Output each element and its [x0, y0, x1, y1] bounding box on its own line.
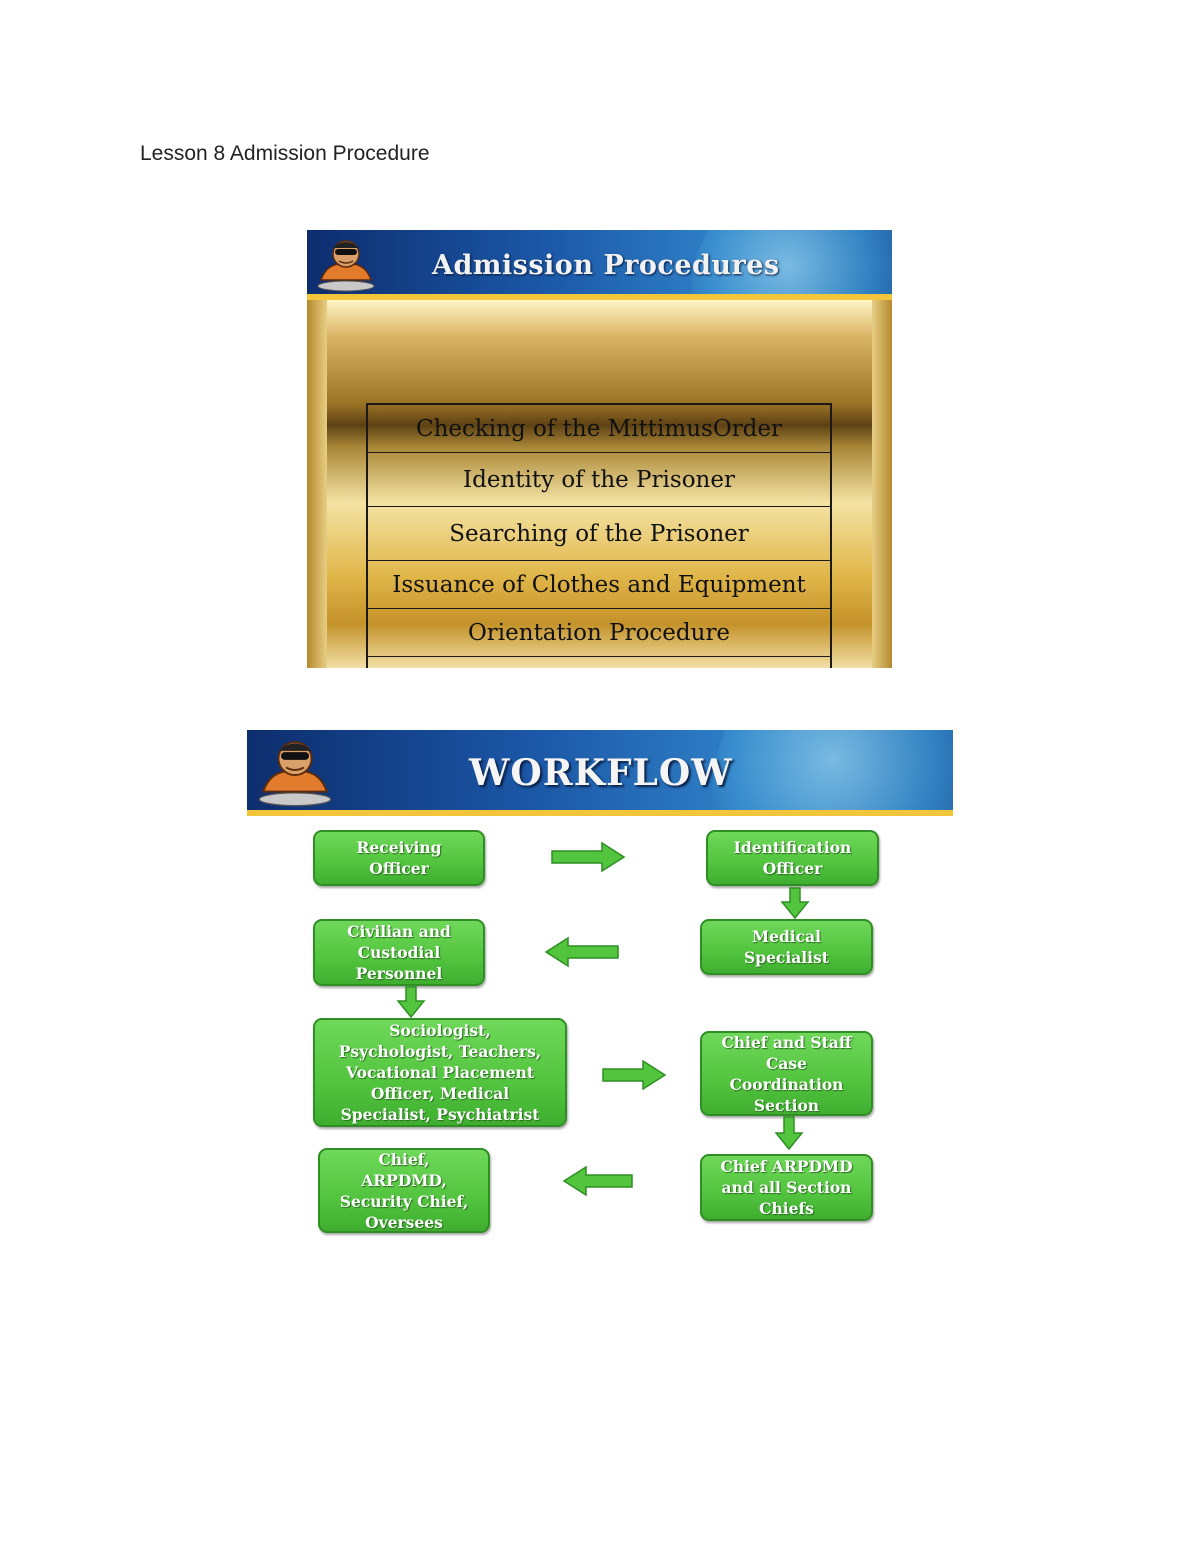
mascot-icon	[253, 732, 337, 808]
admission-procedures-slide: Admission Procedures Checking of the Mit…	[307, 230, 892, 668]
arrow-down-icon	[781, 888, 809, 918]
identification-officer-box: Identification Officer	[706, 830, 879, 886]
chief-arpdmd-box: Chief ARPDMD and all Section Chiefs	[700, 1154, 873, 1221]
chief-staff-case-box: Chief and Staff Case Coordination Sectio…	[700, 1031, 873, 1116]
medical-specialist-box: Medical Specialist	[700, 919, 873, 975]
procedure-row: Checking of the MittimusOrder	[368, 405, 830, 453]
procedure-row: Issuance of Clothes and Equipment	[368, 561, 830, 609]
slide-title: WORKFLOW	[469, 752, 733, 794]
arrow-left-icon	[546, 936, 618, 968]
page-title: Lesson 8 Admission Procedure	[140, 142, 430, 166]
civilian-custodial-box: Civilian and Custodial Personnel	[313, 919, 485, 986]
slide-banner: Admission Procedures	[307, 230, 892, 294]
arrow-down-icon	[397, 987, 425, 1017]
workflow-slide: WORKFLOW Receiving Officer Identificatio…	[247, 730, 953, 1240]
procedure-row: Orientation Procedure	[368, 609, 830, 657]
slide-banner: WORKFLOW	[247, 730, 953, 810]
arrow-left-icon	[564, 1165, 632, 1197]
chief-security-box: Chief, ARPDMD, Security Chief, Oversees	[318, 1148, 490, 1233]
arrow-down-icon	[775, 1117, 803, 1149]
receiving-officer-box: Receiving Officer	[313, 830, 485, 886]
mascot-icon	[313, 234, 379, 292]
sociologist-team-box: Sociologist, Psychologist, Teachers, Voc…	[313, 1018, 567, 1127]
gold-panel: Checking of the MittimusOrder Identity o…	[307, 300, 892, 668]
procedures-table: Checking of the MittimusOrder Identity o…	[366, 403, 832, 668]
arrow-right-icon	[552, 841, 624, 873]
slide-title: Admission Procedures	[432, 250, 780, 281]
procedure-row: Searching of the Prisoner	[368, 507, 830, 561]
procedure-row: Identity of the Prisoner	[368, 453, 830, 507]
arrow-right-icon	[603, 1059, 665, 1091]
procedure-row: Testing Programs	[368, 657, 830, 668]
